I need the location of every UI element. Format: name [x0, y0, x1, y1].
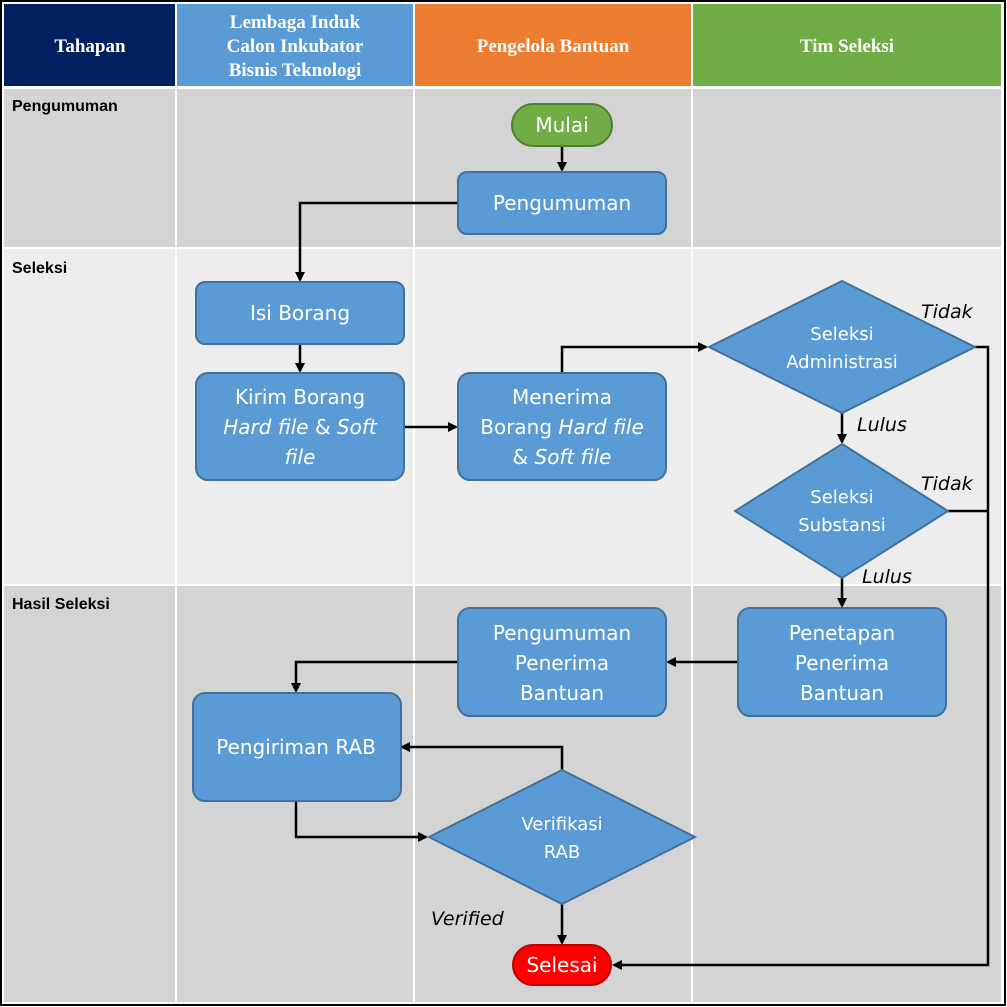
edge-pengumuman-isi-borang [295, 201, 458, 282]
menerima-line3: & Soft file [513, 445, 612, 469]
edge-pengumuman-penerima-rab [291, 660, 458, 693]
phase-hasil-seleksi: Hasil Seleksi [12, 596, 110, 613]
edge-rab-verifikasi [294, 801, 428, 842]
mulai-label: Mulai [535, 113, 588, 137]
process-pengumuman [457, 171, 667, 235]
verifikasi-line2: RAB [544, 842, 580, 863]
administrasi-line1: Seleksi [810, 324, 873, 345]
penetapan-line3: Bantuan [800, 681, 884, 705]
pengiriman-rab-label: Pengiriman RAB [216, 735, 376, 759]
header-tim: Tim Seleksi [800, 36, 894, 57]
label-tidak-substansi: Tidak [921, 473, 974, 495]
kirim-borang-line1: Kirim Borang [235, 385, 365, 409]
edge-verifikasi-rab-loop [400, 742, 564, 770]
decision-verifikasi-rab [426, 768, 698, 906]
administrasi-line2: Administrasi [786, 352, 898, 373]
end-terminal-selesai [512, 944, 612, 986]
pengumuman-penerima-line1: Pengumuman [493, 621, 631, 645]
pengumuman-penerima-line2: Penerima [515, 651, 609, 675]
label-verified: Verified [431, 908, 505, 930]
phase-pengumuman: Pengumuman [12, 98, 118, 115]
process-isi-borang [195, 281, 405, 345]
label-lulus-administrasi: Lulus [857, 414, 907, 436]
header-lembaga-cell [177, 4, 413, 86]
substansi-line2: Substansi [798, 515, 886, 536]
header-pengelola-cell [415, 4, 691, 86]
process-penetapan-penerima [737, 607, 947, 717]
pengumuman-penerima-line3: Bantuan [520, 681, 604, 705]
kirim-borang-line2: Hard file & Soft [223, 415, 378, 439]
substansi-line1: Seleksi [810, 487, 873, 508]
header-pengelola: Pengelola Bantuan [477, 36, 630, 57]
process-pengumuman-penerima [457, 607, 667, 717]
edges [291, 145, 990, 970]
header-lembaga-line1: Lembaga Induk [230, 12, 361, 33]
penetapan-line1: Penetapan [789, 621, 895, 645]
verifikasi-line1: Verifikasi [521, 814, 602, 835]
process-menerima-borang [457, 372, 667, 481]
decision-seleksi-administrasi [706, 279, 978, 415]
decision-seleksi-substansi [733, 442, 950, 580]
grid-lines [4, 87, 1001, 1002]
menerima-line1: Menerima [512, 385, 612, 409]
edge-menerima-administrasi [560, 342, 708, 373]
isi-borang-label: Isi Borang [250, 301, 350, 325]
header-lembaga-line2: Calon Inkubator [227, 36, 364, 57]
label-lulus-substansi: Lulus [862, 566, 912, 588]
menerima-line2: Borang Hard file [480, 415, 644, 439]
header-tahapan-cell [4, 4, 175, 86]
header-tim-cell [693, 4, 1001, 86]
selesai-label: Selesai [526, 953, 597, 977]
process-pengiriman-rab [192, 692, 402, 802]
kirim-borang-line3: file [285, 445, 316, 469]
penetapan-line2: Penerima [795, 651, 889, 675]
header-lembaga-line3: Bisnis Teknologi [229, 60, 362, 81]
process-kirim-borang [195, 372, 405, 481]
edge-administrasi-tidak-selesai [612, 345, 990, 970]
pengumuman-label: Pengumuman [493, 191, 631, 215]
label-tidak-administrasi: Tidak [921, 301, 974, 323]
header-tahapan: Tahapan [54, 36, 126, 57]
start-terminal-mulai [511, 103, 613, 147]
phase-seleksi: Seleksi [12, 260, 67, 277]
